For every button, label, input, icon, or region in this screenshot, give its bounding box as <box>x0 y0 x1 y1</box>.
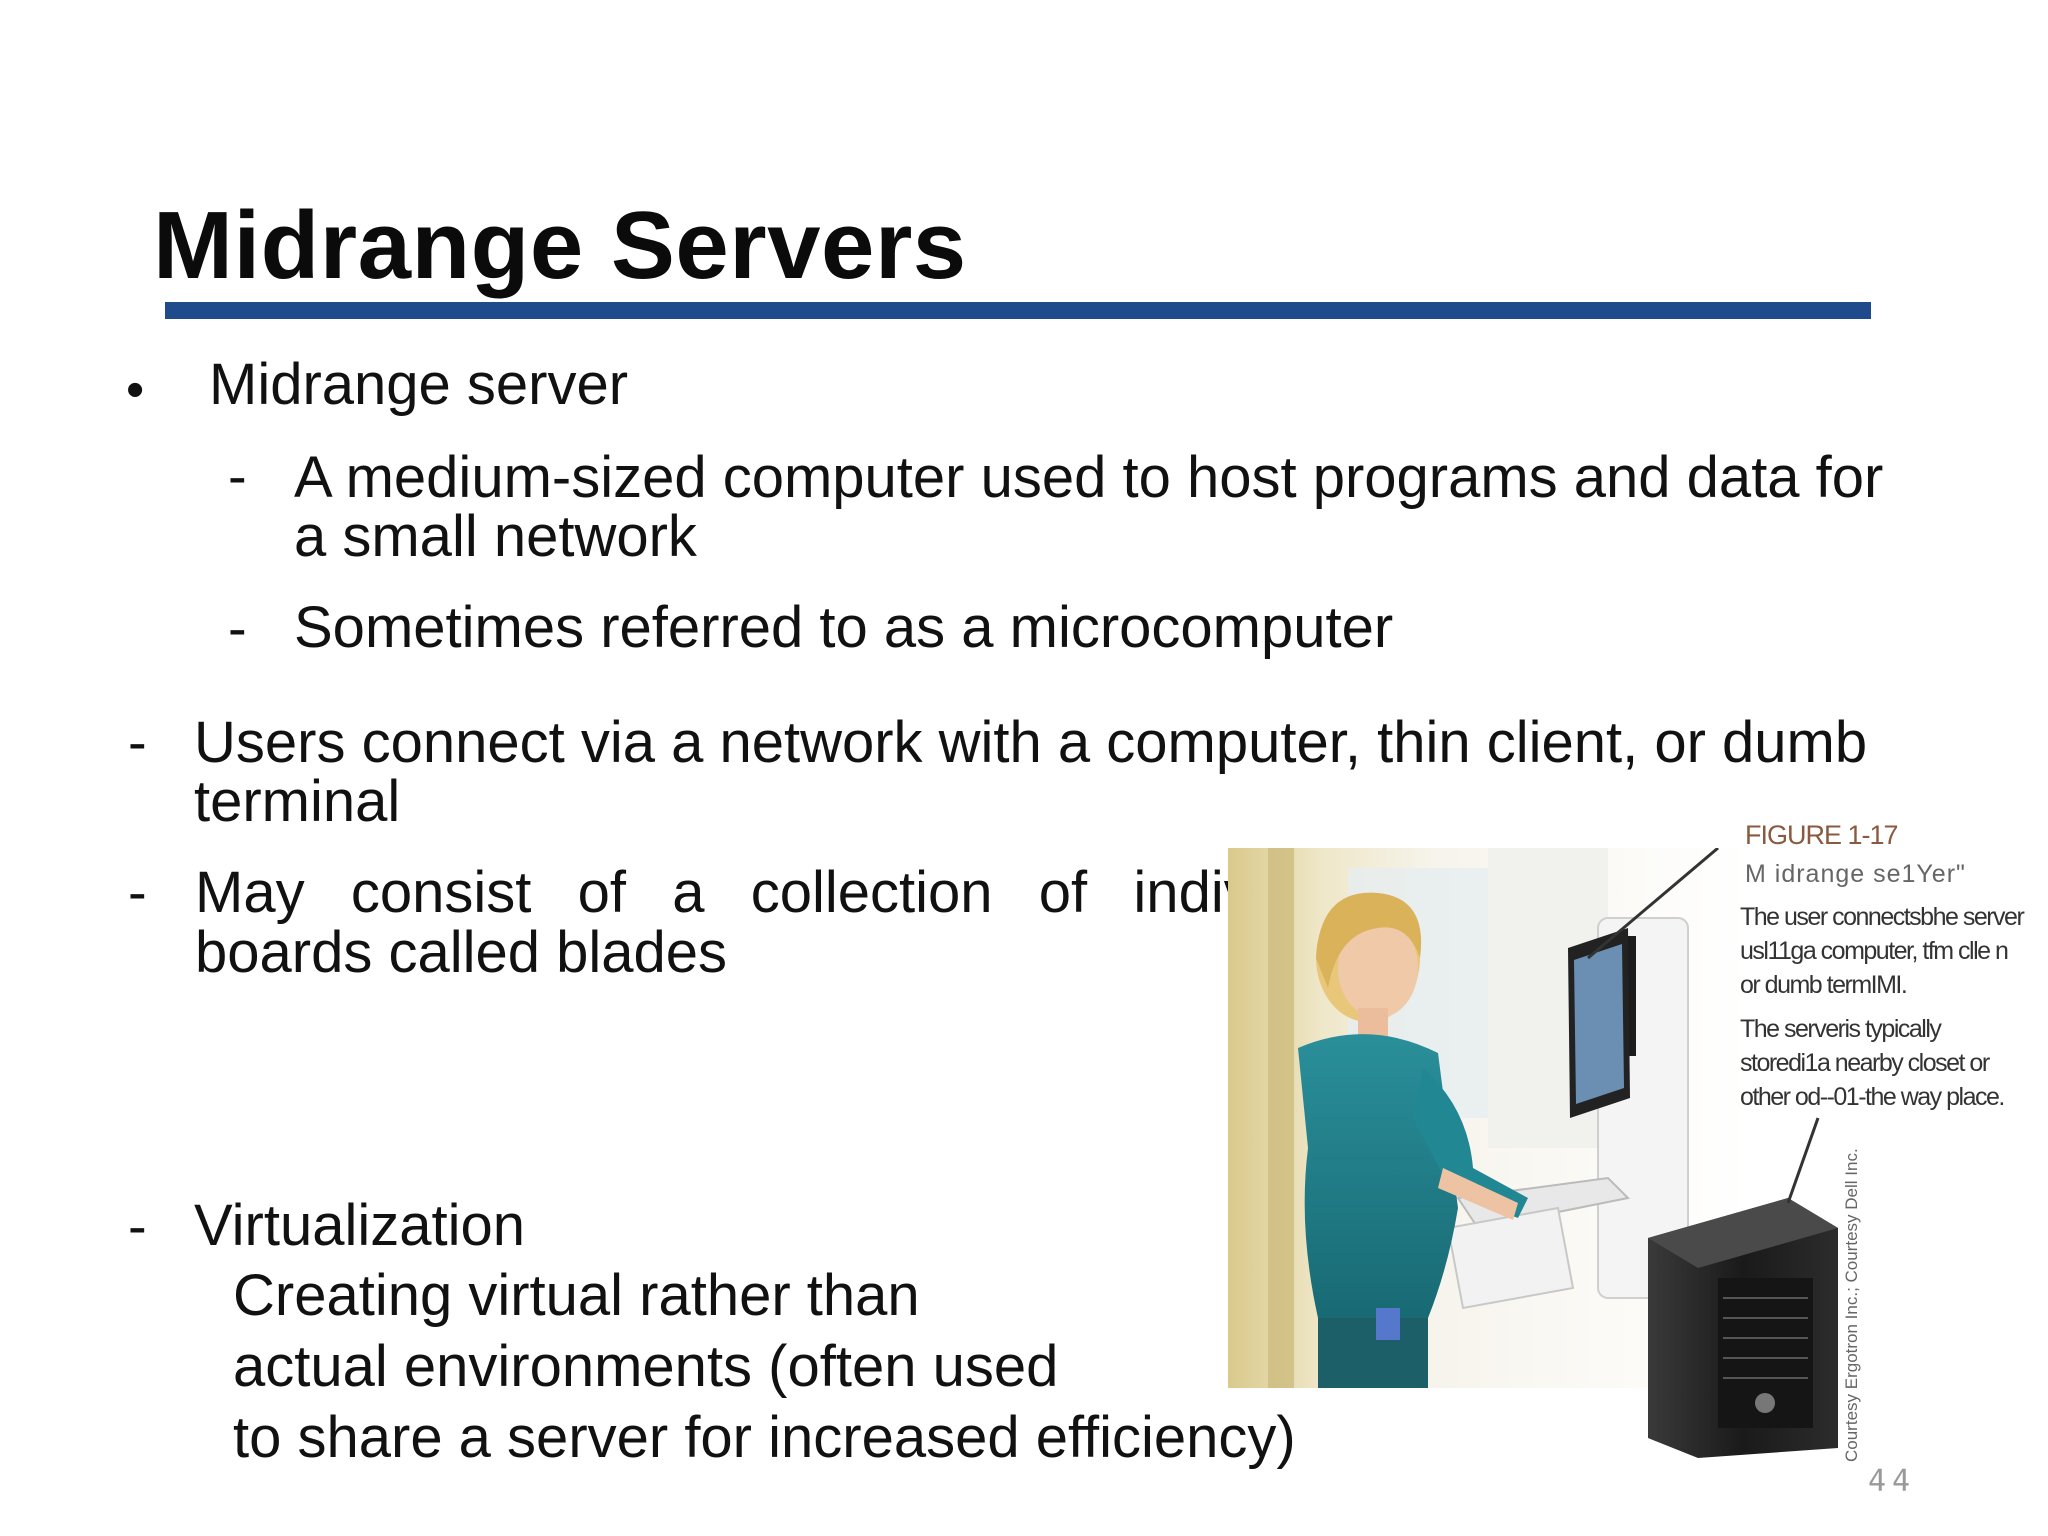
figure-caption-line: or dumb termIMI. <box>1740 971 1908 999</box>
bullet-marker: • <box>126 361 145 419</box>
bullet-marker: - <box>128 860 147 923</box>
figure-title: FIGURE 1-17 <box>1745 820 1899 850</box>
figure-caption-line: The serveris typically <box>1740 1015 1942 1043</box>
virtualization-def-line2: actual environments (often used <box>233 1334 1059 1399</box>
figure-caption-line: The user connectsbhe server <box>1740 903 2025 931</box>
sub-bullet-definition-line2: a small network <box>294 504 697 569</box>
figure-photo <box>1228 848 1888 1458</box>
bullet-users-connect-line1: Users connect via a network with a compu… <box>194 710 1868 775</box>
word: May <box>195 860 305 925</box>
bullet-blades-line2: boards called blades <box>195 920 728 985</box>
nurse-server-illustration <box>1228 848 1838 1458</box>
word: of <box>1038 860 1088 925</box>
bullet-marker: - <box>128 710 147 773</box>
figure-caption-line: other od--01-the way place. <box>1740 1083 2005 1111</box>
sub-bullet-marker: - <box>228 444 247 507</box>
sub-bullet-microcomputer: Sometimes referred to as a microcomputer <box>294 595 1394 660</box>
word: a <box>672 860 705 925</box>
slide-title: Midrange Servers <box>153 192 967 299</box>
bullet-users-connect-line2: terminal <box>194 769 401 834</box>
word: of <box>577 860 626 925</box>
sub-bullet-marker: - <box>228 596 247 659</box>
virtualization-def-line1: Creating virtual rather than <box>233 1263 920 1328</box>
sub-bullet-definition-line1: A medium-sized computer used to host pro… <box>294 445 1884 510</box>
figure-subtitle: M idrange se1Yer" <box>1745 860 1966 888</box>
bullet-virtualization: Virtualization <box>194 1193 526 1258</box>
word: consist <box>350 860 532 925</box>
word: collection <box>750 860 993 925</box>
figure-caption-line: usl11ga computer, tfm clle n <box>1740 937 2009 965</box>
bullet-midrange-server: Midrange server <box>209 352 629 417</box>
figure-credit: Courtesy Ergotron Inc.; Courtesy Dell In… <box>1842 1148 1861 1462</box>
title-underline <box>165 302 1871 319</box>
figure-caption-line: storedi1a nearby closet or <box>1740 1049 1990 1077</box>
virtualization-def-line3: to share a server for increased efficien… <box>233 1405 1296 1470</box>
bullet-marker: - <box>128 1194 147 1257</box>
page-number: 44 <box>1868 1464 1917 1499</box>
